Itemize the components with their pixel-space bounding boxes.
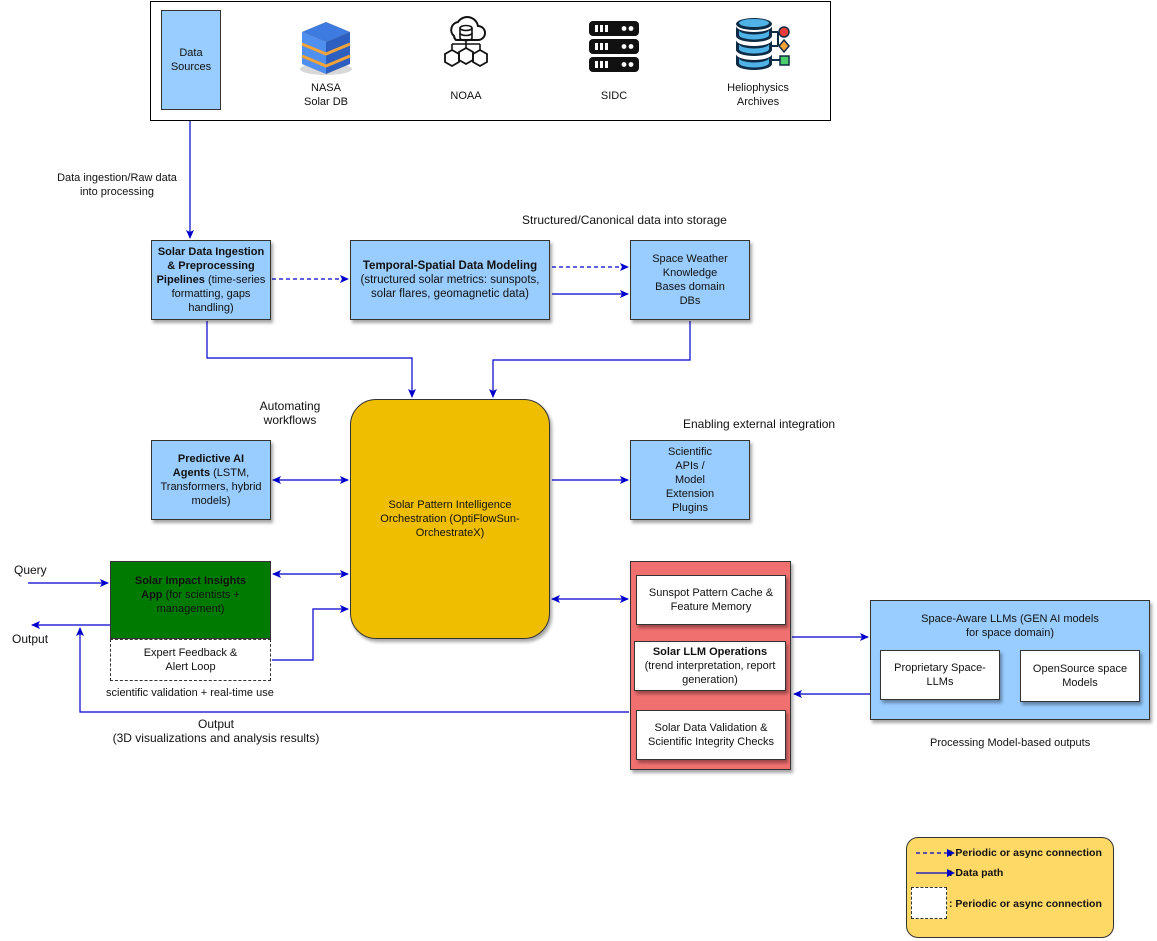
cache-label: Sunspot Pattern Cache & Feature Memory (648, 587, 774, 613)
orchestration-label: Solar Pattern Intelligence Orchestration… (380, 499, 520, 539)
data-sources-label: Data Sources (170, 47, 212, 73)
scientific-apis-label: Scientific APIs / Model Extension Plugin… (665, 446, 715, 514)
structured-flow-label: Structured/Canonical data into storage (522, 213, 727, 227)
llmops-detail: (trend interpretation, report generation… (644, 660, 776, 686)
predictive-detail: (LSTM, Transformers, hybrid models) (160, 467, 262, 507)
edge-ingestion-orch (206, 321, 416, 398)
space-llms-title: Space-Aware LLMs (GEN AI models for spac… (921, 613, 1099, 639)
edge-feedback-orch (272, 605, 349, 661)
predictive-title: Predictive AI Agents (172, 453, 245, 479)
legend-dashed-label: : Periodic or async connection (949, 847, 1102, 859)
server-rack-icon (589, 21, 639, 72)
ingestion-detail: (time-series formatting, gaps handling) (171, 274, 266, 314)
nasa-database-icon (300, 22, 352, 75)
insights-title: Solar Impact Insights App (134, 575, 247, 601)
scientific-validation-label: scientific validation + real-time use (106, 687, 274, 699)
query-label: Query (14, 563, 47, 577)
legend-solid-arrow-icon (916, 869, 955, 877)
output-left-label: Output (12, 632, 49, 646)
cloud-database-icon (444, 16, 488, 68)
orchestration-hub: Solar Pattern Intelligence Orchestration… (350, 399, 550, 639)
edge-llmpanel-output (76, 627, 629, 713)
noaa-label: NOAA (450, 90, 482, 102)
cache-box: Sunspot Pattern Cache & Feature Memory (636, 575, 786, 625)
edge-weather-orch (489, 321, 691, 398)
output-bottom-label: Output (3D visualizations and analysis r… (112, 717, 320, 745)
ingestion-title: Solar Data Ingestion & Preprocessing Pip… (156, 246, 265, 286)
ingestion-flow-label: Data ingestion/Raw data into processing (57, 172, 177, 198)
opensource-label: OpenSource space Models (1032, 663, 1128, 689)
data-sources-panel (150, 1, 831, 121)
validation-label: Solar Data Validation & Scientific Integ… (648, 722, 774, 748)
scientific-apis-box: Scientific APIs / Model Extension Plugin… (630, 440, 750, 520)
insights-detail: (for scientists + management) (156, 589, 240, 615)
automating-label: Automating workflows (259, 399, 321, 427)
temporal-detail: (structured solar metrics: sunspots, sol… (360, 274, 540, 300)
proprietary-label: Proprietary Space- LLMs (894, 662, 986, 688)
database-network-icon (736, 18, 790, 70)
validation-box: Solar Data Validation & Scientific Integ… (636, 710, 786, 760)
nasa-label: NASA Solar DB (303, 82, 349, 108)
ingestion-box: Solar Data Ingestion & Preprocessing Pip… (151, 240, 271, 320)
feedback-loop-box: Expert Feedback & Alert Loop (110, 639, 271, 681)
opensource-models-box: OpenSource space Models (1020, 650, 1140, 702)
helio-label: Heliophysics Archives (727, 82, 789, 108)
temporal-box: Temporal-Spatial Data Modeling (structur… (350, 240, 550, 320)
feedback-label: Expert Feedback & Alert Loop (143, 647, 238, 673)
legend-dashed-box-icon (911, 887, 947, 919)
proprietary-llms-box: Proprietary Space- LLMs (880, 650, 1000, 700)
insights-app-box: Solar Impact Insights App (for scientist… (110, 561, 271, 639)
space-weather-label: Space Weather Knowledge Bases domain DBs (652, 253, 728, 307)
space-weather-box: Space Weather Knowledge Bases domain DBs (630, 240, 750, 320)
llm-operations-box: Solar LLM Operations (trend interpretati… (634, 641, 786, 691)
external-label: Enabling external integration (683, 417, 836, 431)
data-sources-box: Data Sources (161, 10, 221, 110)
legend-dashed-arrow-icon (916, 849, 955, 857)
processing-outputs-label: Processing Model-based outputs (930, 737, 1091, 749)
legend-solid-label: : Data path (949, 867, 1004, 879)
legend-box-label: : Periodic or async connection (949, 898, 1102, 910)
llmops-title: Solar LLM Operations (652, 646, 768, 658)
predictive-agents-box: Predictive AI Agents (LSTM, Transformers… (151, 440, 271, 520)
sidc-label: SIDC (600, 90, 628, 102)
temporal-title: Temporal-Spatial Data Modeling (362, 260, 538, 272)
